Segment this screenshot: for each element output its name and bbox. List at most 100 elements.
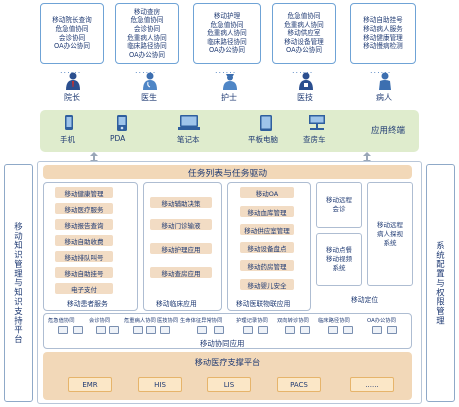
role-label-patient: 病人 [376, 93, 392, 102]
role-box-doctor: 移动查房 危急值协同 会诊协同 危重病人协同 临床路径协同 OA办公协同 [115, 3, 179, 64]
patient-person-icon [379, 72, 391, 90]
ellipsis-dots: ...... [60, 66, 82, 75]
role-function: 临床路径协同 [207, 37, 247, 46]
ellipsis-dots: ...... [135, 66, 157, 75]
role-function: 移动慢病检测 [363, 42, 403, 51]
system-more: ...... [350, 377, 394, 392]
doctor-person-icon [143, 72, 157, 90]
monitor-icon [372, 326, 382, 334]
role-function: OA办公协同 [54, 42, 90, 51]
monitor-icon [214, 326, 224, 334]
role-function: 会诊协同 [58, 33, 86, 42]
role-function: 危急值协同 [210, 20, 244, 29]
remote-visit-box: 移动远程病人探视系统 [367, 182, 413, 286]
system-his: HIS [138, 377, 182, 392]
terminal-label-notebook: 笔记本 [177, 135, 200, 144]
role-label-tech: 医技 [297, 93, 313, 102]
role-function: 危急值协同 [55, 24, 89, 33]
role-function: 危重病人协同 [284, 20, 324, 29]
iot-apps-title: 移动医联物联应用 [236, 300, 291, 308]
role-function: OA办公协同 [209, 46, 245, 55]
patient-service-item: 移动健康管理 [55, 187, 113, 198]
iot-app-item: 移动OA [240, 187, 294, 198]
phone-icon [65, 115, 73, 130]
role-function: 会诊协同 [133, 24, 161, 33]
iot-app-item: 移动血库管理 [240, 206, 294, 217]
monitor-icon [243, 326, 253, 334]
patient-service-item: 移动报告查询 [55, 219, 113, 230]
role-function: OA办公协同 [286, 46, 322, 55]
role-function: 危重病人协同 [207, 29, 247, 38]
ward-cart-icon [309, 115, 325, 130]
system-lis: LIS [207, 377, 251, 392]
support-platform-bar: 移动医疗支撑平台 [43, 352, 412, 400]
collab-item-label: OA办公协同 [367, 318, 396, 324]
system-pacs: PACS [277, 377, 321, 392]
iot-app-item: 移动药房管理 [240, 260, 294, 271]
patient-service-item: 移动自助收费 [55, 235, 113, 246]
role-function: OA办公协同 [129, 50, 165, 59]
collab-item-label: 会诊协同 [89, 318, 111, 324]
collab-item-label: 临床路径协同 [318, 318, 350, 324]
patient-service-item: 移动自助挂号 [55, 267, 113, 278]
role-function: 临床路径协同 [127, 42, 167, 51]
pda-icon [117, 115, 127, 131]
notebook-icon [178, 115, 200, 130]
role-function: 移动供应室 [287, 29, 321, 38]
remote-visit-label: 移动远程病人探视系统 [377, 220, 403, 247]
patient-service-item: 电子支付 [55, 283, 113, 294]
patient-service-item: 移动排队叫号 [55, 251, 113, 262]
role-function: 移动自助挂号 [363, 16, 403, 25]
monitor-icon [109, 326, 119, 334]
monitor-icon [133, 326, 143, 334]
technician-person-icon [299, 72, 313, 90]
monitor-icon [343, 326, 353, 334]
dean-person-icon [66, 72, 80, 90]
monitor-icon [146, 326, 156, 334]
terminal-band [40, 110, 419, 152]
collab-item-label: 危重病人协同 [124, 318, 156, 324]
collab-title: 移动协同应用 [200, 339, 245, 348]
clinical-app-item: 移动护理应用 [150, 243, 212, 254]
remote-consult-box: 移动远程会诊 [316, 182, 362, 228]
role-function: 危重病人协同 [127, 33, 167, 42]
system-emr: EMR [68, 377, 112, 392]
ordering-video-label: 移动点餐移动视频系统 [326, 246, 352, 272]
ellipsis-dots: ...... [215, 66, 237, 75]
clinical-app-item: 移动辅助决策 [150, 197, 212, 208]
location-title: 移动定位 [351, 296, 379, 304]
role-box-nurse: 移动护理 危急值协同 危重病人协同 临床路径协同 OA办公协同 [193, 3, 261, 64]
collab-item-label: 生命体征异常协同 [180, 318, 223, 324]
ellipsis-dots: ...... [370, 66, 392, 75]
monitor-icon [285, 326, 295, 334]
terminal-label-phone: 手机 [60, 135, 75, 144]
clinical-app-item: 移动查房应用 [150, 267, 212, 278]
role-function: 危急值协同 [130, 16, 164, 25]
terminal-label-cart: 查房车 [303, 135, 326, 144]
clinical-app-item: 移动门诊输液 [150, 219, 212, 230]
iot-app-item: 移动供应室管理 [240, 224, 294, 235]
monitor-icon [387, 326, 397, 334]
role-box-patient: 移动自助挂号 移动病人服务 移动健康管理 移动慢病检测 [350, 3, 416, 64]
terminal-label-pda: PDA [110, 134, 126, 143]
clinical-apps-title: 移动临床应用 [156, 300, 197, 308]
role-function: 移动院长查询 [52, 16, 92, 25]
patient-services-title: 移动患者服务 [67, 300, 108, 308]
role-function: 移动查房 [133, 7, 161, 16]
monitor-icon [58, 326, 68, 334]
terminal-band-label: 应用终端 [371, 126, 406, 136]
collab-item-label: 危急值协同 [48, 318, 75, 324]
role-function: 移动护理 [213, 12, 241, 21]
system-config-panel: 系统配置与权限管理 [426, 164, 455, 402]
task-driver-bar: 任务列表与任务驱动 [43, 165, 412, 179]
tablet-icon [260, 115, 272, 131]
collab-item-label: 双向转诊协同 [277, 318, 309, 324]
nurse-person-icon [223, 74, 237, 90]
role-label-doctor: 医生 [141, 93, 157, 102]
ordering-video-box: 移动点餐移动视频系统 [316, 233, 362, 286]
ellipsis-dots: ...... [292, 66, 314, 75]
monitor-icon [328, 326, 338, 334]
knowledge-platform-label: 移动知识管理与知识支持平台 [13, 221, 24, 345]
role-label-nurse: 护士 [221, 93, 237, 102]
role-function: 移动健康管理 [363, 33, 403, 42]
